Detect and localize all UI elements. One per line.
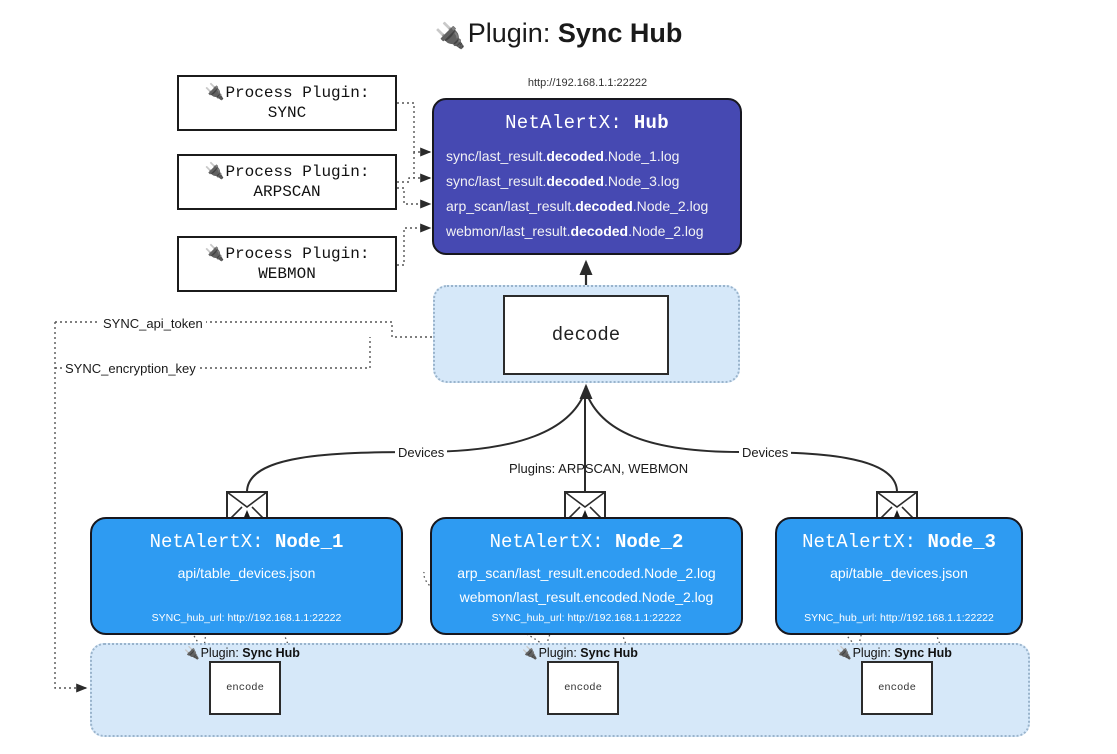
plugin-label-node-3: 🔌Plugin: Sync Hub	[836, 646, 952, 660]
process-plugin-box-sync[interactable]: 🔌Process Plugin: SYNC	[177, 75, 397, 131]
node-box-node-2[interactable]: NetAlertX: Node_2 arp_scan/last_result.e…	[430, 517, 743, 635]
node-hub-url: SYNC_hub_url: http://192.168.1.1:22222	[151, 612, 342, 624]
plugin-label-node-2: 🔌Plugin: Sync Hub	[522, 646, 638, 660]
sync-api-token-label: SYNC_api_token	[100, 316, 206, 331]
plug-icon: 🔌	[204, 245, 225, 262]
hub-log-line: webmon/last_result.decoded.Node_2.log	[446, 223, 704, 239]
process-plugin-heading: 🔌Process Plugin:	[204, 245, 370, 263]
node-box-node-3[interactable]: NetAlertX: Node_3 api/table_devices.json…	[775, 517, 1023, 635]
process-plugin-name: SYNC	[267, 104, 307, 122]
node-title: NetAlertX: Node_1	[149, 531, 344, 553]
decode-box[interactable]: decode	[503, 295, 669, 375]
sync-encryption-key-label: SYNC_encryption_key	[62, 361, 199, 376]
node-resource-line: api/table_devices.json	[177, 565, 316, 581]
hub-node[interactable]: NetAlertX: Hub sync/last_result.decoded.…	[432, 98, 742, 255]
node-resource-line: arp_scan/last_result.encoded.Node_2.log	[457, 565, 716, 581]
plug-icon: 🔌	[522, 646, 538, 660]
hub-url-label: http://192.168.1.1:22222	[527, 77, 648, 89]
plug-icon: 🔌	[204, 84, 225, 101]
hub-log-line: arp_scan/last_result.decoded.Node_2.log	[446, 198, 709, 214]
plugins-label-middle: Plugins: ARPSCAN, WEBMON	[509, 461, 689, 476]
process-plugin-name: WEBMON	[258, 265, 316, 283]
page-title-prefix: Plugin:	[467, 18, 551, 48]
node-title: NetAlertX: Node_3	[802, 531, 996, 553]
process-plugin-box-webmon[interactable]: 🔌Process Plugin: WEBMON	[177, 236, 397, 292]
process-plugin-heading: 🔌Process Plugin:	[204, 84, 370, 102]
node-hub-url: SYNC_hub_url: http://192.168.1.1:22222	[804, 612, 994, 624]
hub-title: NetAlertX: Hub	[505, 112, 669, 134]
node-resource-line: api/table_devices.json	[830, 565, 968, 581]
process-plugin-name: ARPSCAN	[253, 183, 321, 201]
encode-box-node-2[interactable]: encode	[547, 661, 619, 715]
plug-icon: 🔌	[204, 163, 225, 180]
encode-box-node-3[interactable]: encode	[861, 661, 933, 715]
plug-icon: 🔌	[184, 646, 200, 660]
plug-icon: 🔌	[434, 22, 466, 50]
page-title: 🔌Plugin: Sync Hub	[0, 18, 1117, 51]
page-title-name: Sync Hub	[557, 18, 683, 48]
plugin-label-node-1: 🔌Plugin: Sync Hub	[184, 646, 300, 660]
devices-label-right: Devices	[739, 445, 792, 460]
node-hub-url: SYNC_hub_url: http://192.168.1.1:22222	[491, 612, 682, 624]
node-box-node-1[interactable]: NetAlertX: Node_1 api/table_devices.json…	[90, 517, 403, 635]
hub-log-line: sync/last_result.decoded.Node_3.log	[446, 173, 680, 189]
node-resource-line: webmon/last_result.encoded.Node_2.log	[459, 589, 714, 605]
node-title: NetAlertX: Node_2	[489, 531, 684, 553]
encode-box-node-1[interactable]: encode	[209, 661, 281, 715]
process-plugin-heading: 🔌Process Plugin:	[204, 163, 370, 181]
plug-icon: 🔌	[836, 646, 852, 660]
process-plugin-box-arpscan[interactable]: 🔌Process Plugin: ARPSCAN	[177, 154, 397, 210]
devices-label-left: Devices	[395, 445, 448, 460]
hub-log-line: sync/last_result.decoded.Node_1.log	[446, 148, 680, 164]
